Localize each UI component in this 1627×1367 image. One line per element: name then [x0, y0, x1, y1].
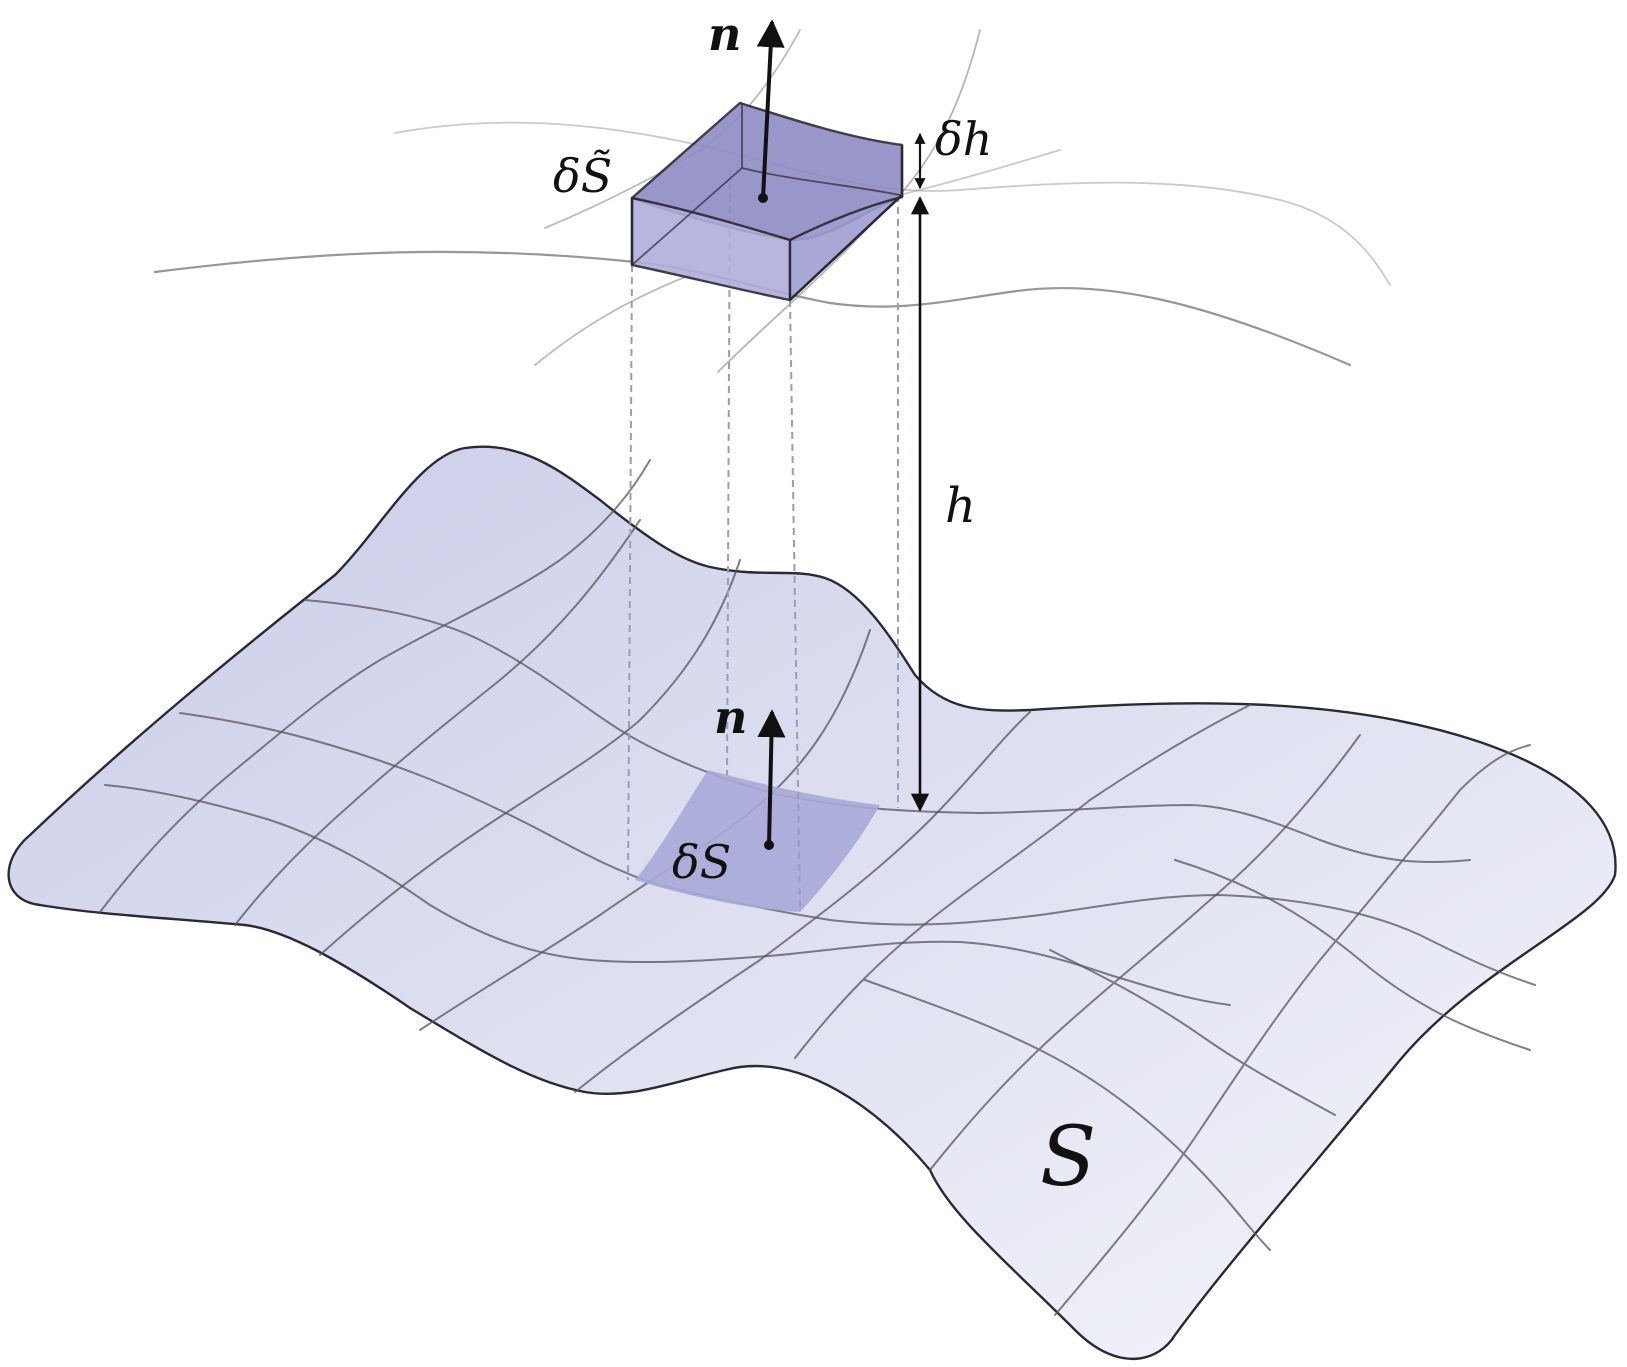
upper-contour-back	[394, 121, 1391, 286]
normal-arrow-top-base	[758, 193, 768, 203]
prism-bottom-edge	[789, 194, 903, 301]
normal-arrow-top-icon	[756, 19, 785, 199]
normal-arrow-bottom-icon	[757, 709, 786, 846]
surface-fill	[7, 445, 1617, 1360]
thickness-label: δh	[935, 112, 992, 166]
prism-bottom-inner	[741, 103, 901, 196]
upper-contour-front	[153, 250, 1352, 367]
height-label: h	[945, 478, 976, 534]
normal-arrow-bottom-base	[764, 840, 774, 850]
surface-label: S	[1040, 1110, 1096, 1205]
element-lower-label: δS	[672, 835, 731, 889]
upper-contour-right	[899, 149, 1061, 196]
labels: n n δS̃ δS δh h S	[553, 7, 1096, 1205]
element-dS	[635, 770, 880, 912]
projection-lines	[627, 169, 899, 913]
element-upper-label: δS̃	[553, 149, 612, 203]
lower-surface	[7, 445, 1617, 1360]
arrows	[756, 19, 930, 850]
upper-cross-2	[534, 274, 691, 366]
normal-label-bottom: n	[714, 690, 747, 744]
normal-label-top: n	[708, 7, 741, 61]
prism-element	[630, 101, 904, 302]
prism-bottom-inner-2	[631, 167, 743, 266]
